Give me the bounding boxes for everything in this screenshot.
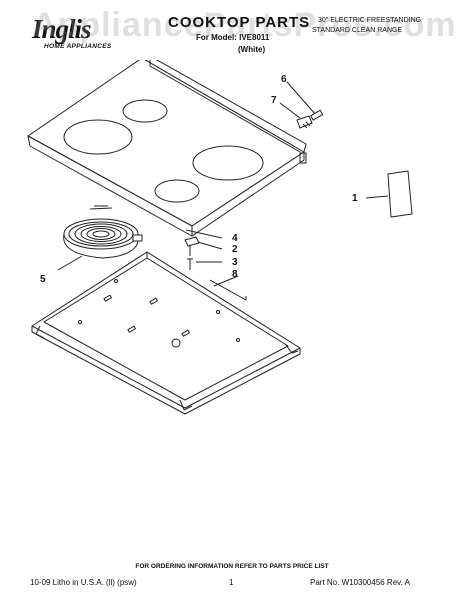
callout-6: 6 [281,74,287,85]
callout-1: 1 [352,193,358,204]
burner-front-left [63,119,133,155]
callout-5: 5 [40,274,46,285]
cooktop-glass [27,60,307,237]
brand-logo: Inglis HOME APPLIANCES [28,12,138,56]
callout-leaders [185,229,223,239]
cooktop-box-frame [31,251,301,415]
callout-4: 4 [232,233,238,244]
burner-rear-left [122,99,168,123]
color-variant: (White) [238,45,266,54]
terminal-block-assembly [279,81,324,129]
burner-front-right [154,179,200,203]
radiant-surface-element [57,205,143,271]
callout-7: 7 [271,95,277,106]
model-number: For Model: IVE8011 [196,33,270,42]
exploded-parts-diagram: 1 2 3 4 5 6 7 8 [27,60,413,415]
brand-tagline: HOME APPLIANCES [44,43,112,50]
litho-info: 10-09 Litho in U.S.A. (ll) (psw) [30,578,137,587]
range-description-line-1: 30" ELECTRIC FREESTANDING [318,17,422,24]
ordering-info: FOR ORDERING INFORMATION REFER TO PARTS … [135,563,329,570]
callout-3: 3 [232,257,238,268]
range-description-line-2: STANDARD CLEAN RANGE [312,27,403,34]
callout-2: 2 [232,244,238,255]
burner-rear-right [192,145,264,181]
page-number: 1 [229,578,234,587]
callout-8: 8 [232,269,238,280]
part-number: Part No. W10300456 Rev. A [310,578,410,587]
screw-bracket [184,236,223,270]
brand-name: Inglis [32,14,92,44]
page-title: COOKTOP PARTS [168,14,311,31]
wiring-diagram-card [365,170,413,218]
